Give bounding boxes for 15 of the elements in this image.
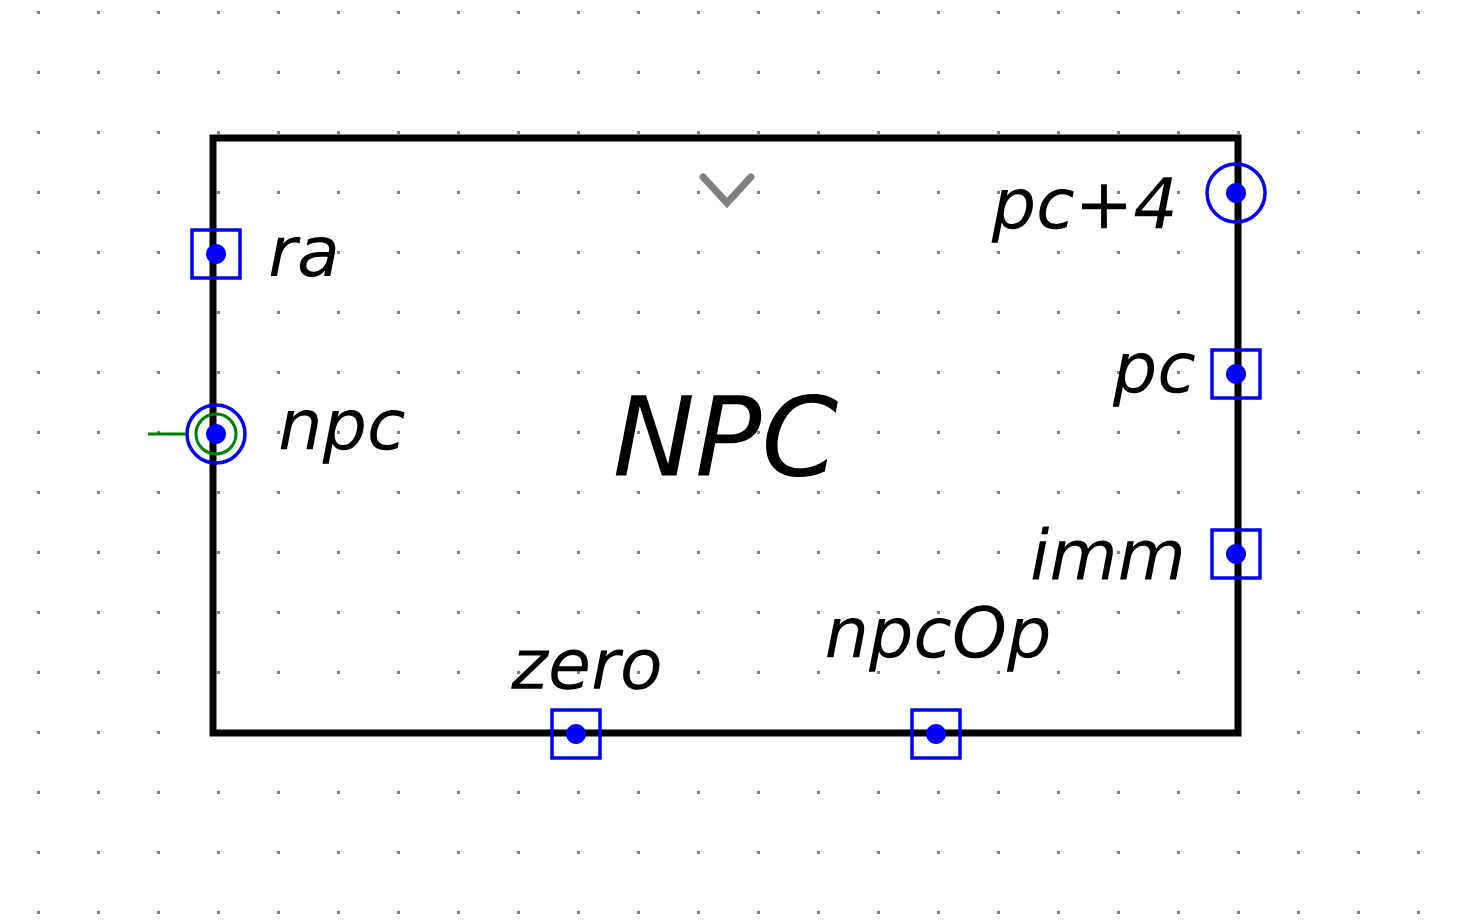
port-circle: [1205, 162, 1267, 224]
port-square: [910, 708, 962, 760]
port-square: [1210, 528, 1262, 580]
port-square: [550, 708, 602, 760]
port-label: npc: [280, 410, 405, 464]
port-label: ra: [270, 236, 336, 278]
port-square: [190, 228, 242, 280]
wire: [148, 432, 186, 436]
port-square: [1210, 348, 1262, 400]
port-label: npcOp: [827, 605, 1049, 672]
port-label: pc+4: [991, 177, 1173, 243]
port-label: zero: [511, 649, 660, 690]
port-circle: [185, 403, 247, 465]
port-label: imm: [1032, 526, 1181, 580]
port-label: pc: [1112, 353, 1195, 407]
